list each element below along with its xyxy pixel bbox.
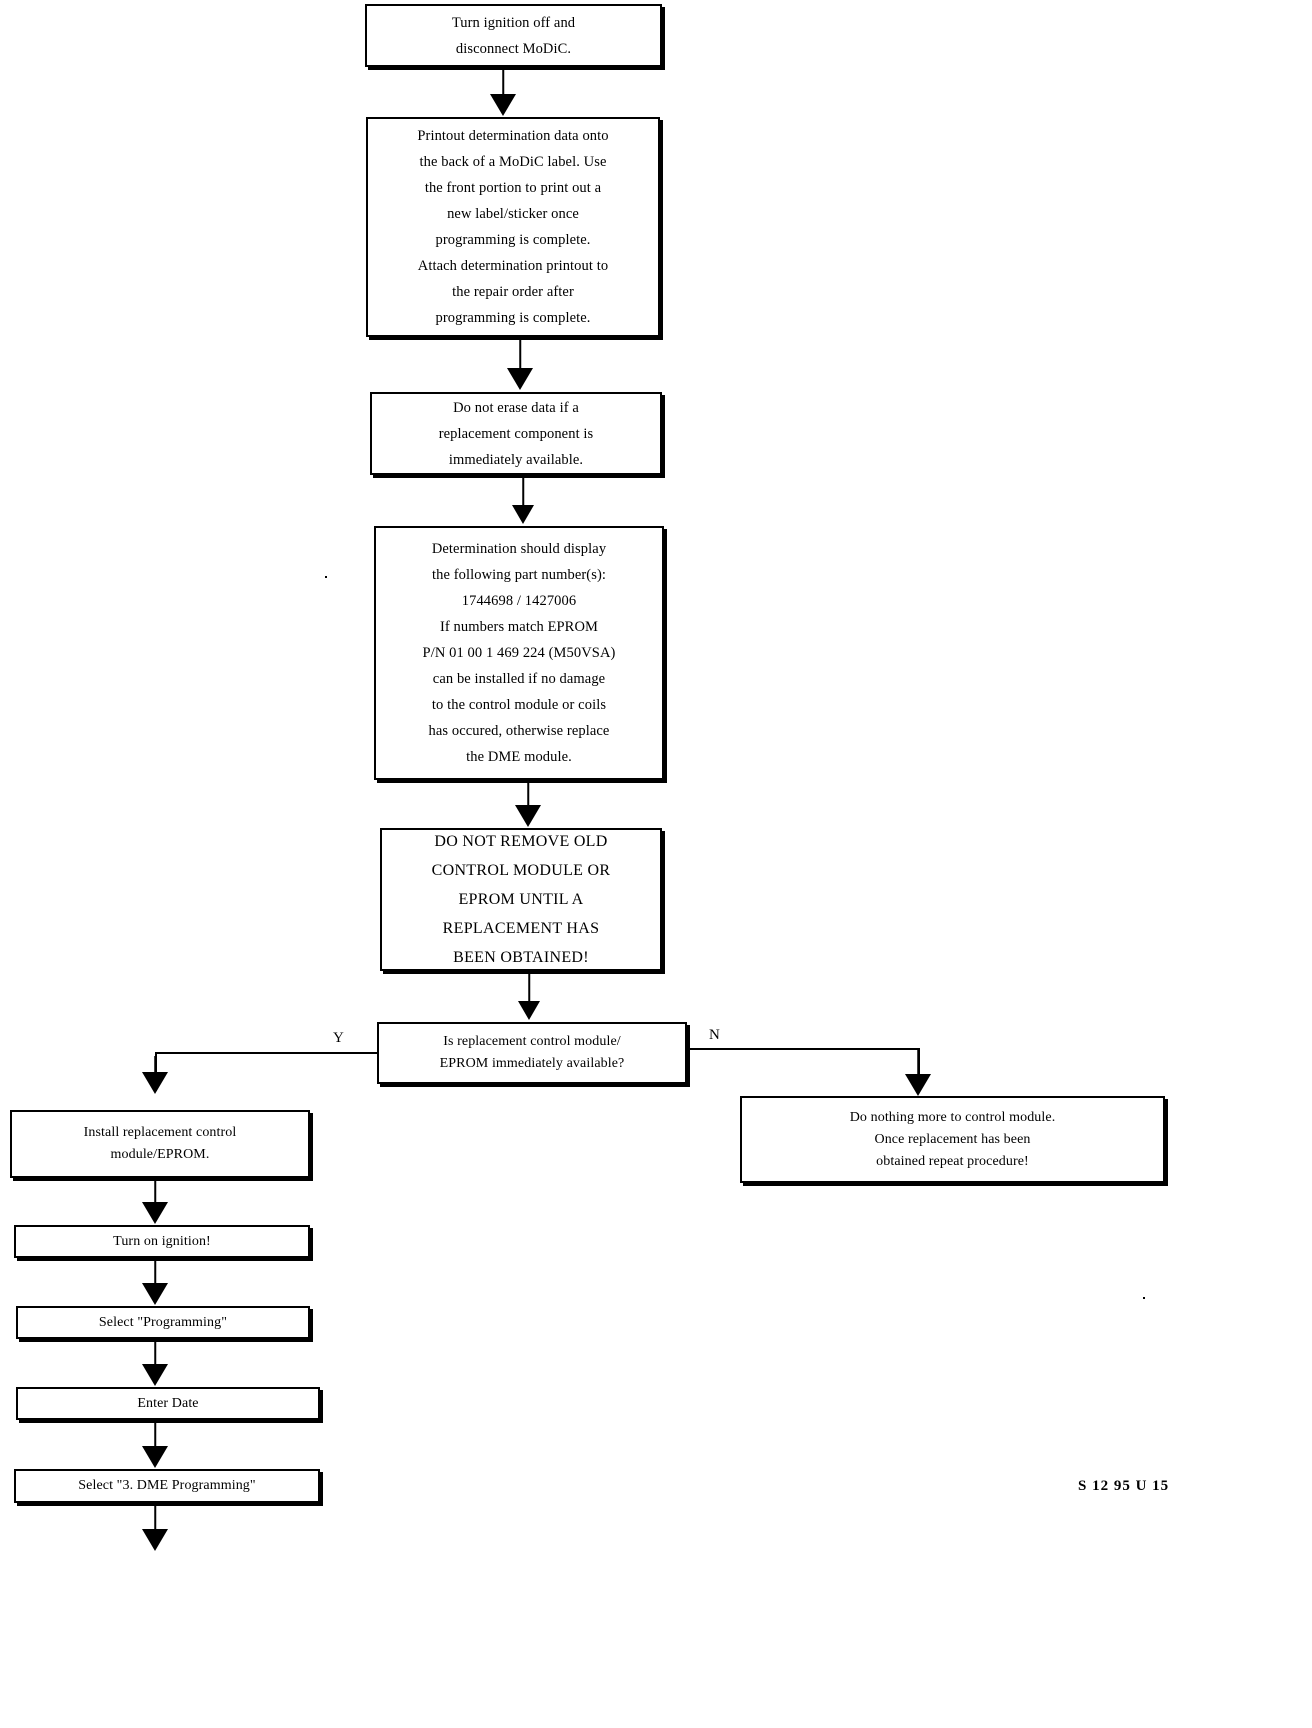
box-line: Enter Date <box>137 1395 199 1411</box>
select-dme-programming-box: Select "3. DME Programming" <box>14 1469 320 1503</box>
arrow-install-to-turn-on-ignition <box>129 1181 181 1224</box>
scan-speck <box>325 576 327 578</box>
box-line: the back of a MoDiC label. Use <box>419 154 607 170</box>
box-line: immediately available. <box>448 451 584 468</box>
branch-label-no: N <box>709 1027 720 1043</box>
decision-replacement-available: Is replacement control module/ EPROM imm… <box>377 1022 687 1084</box>
box-line: If numbers match EPROM <box>439 619 599 635</box>
no-branch-vertical <box>918 1048 920 1083</box>
box-line: EPROM UNTIL A <box>458 891 584 908</box>
arrow-select-programming-to-enter-date <box>129 1341 181 1386</box>
box-line: obtained repeat procedure! <box>876 1153 1029 1169</box>
printout-determination-box: Printout determination data onto the bac… <box>366 117 660 337</box>
box-line: Attach determination printout to <box>417 258 609 274</box>
select-programming-box: Select "Programming" <box>16 1306 310 1339</box>
install-replacement-box: Install replacement control module/EPROM… <box>10 1110 310 1178</box>
box-line: REPLACEMENT HAS <box>442 920 600 937</box>
enter-date-box: Enter Date <box>16 1387 320 1420</box>
box-line: Turn ignition off and <box>451 14 576 31</box>
no-branch-horizontal <box>686 1048 920 1050</box>
box-line: the DME module. <box>466 749 572 765</box>
turn-ignition-off-box: Turn ignition off and disconnect MoDiC. <box>365 4 662 67</box>
yes-branch-vertical <box>155 1052 157 1091</box>
branch-label-yes: Y <box>333 1030 344 1046</box>
arrow-no-to-do-nothing <box>892 1050 944 1096</box>
box-line: the repair order after <box>452 284 574 300</box>
box-line: programming is complete. <box>435 310 591 326</box>
arrow-do-not-remove-to-decision <box>503 974 555 1020</box>
box-line: Select "Programming" <box>98 1314 228 1330</box>
box-line: has occured, otherwise replace <box>428 723 610 739</box>
footer-code: S 12 95 U 15 <box>1078 1478 1170 1494</box>
box-line: CONTROL MODULE OR <box>431 862 611 879</box>
yes-branch-horizontal <box>155 1052 378 1054</box>
box-line: the front portion to print out a <box>424 180 602 196</box>
box-line: Install replacement control <box>83 1125 237 1140</box>
arrow-printout-to-do-not-erase <box>490 340 550 390</box>
box-line: DO NOT REMOVE OLD <box>434 833 608 850</box>
box-line: 1744698 / 1427006 <box>461 593 577 609</box>
arrow-ignition-to-select-programming <box>129 1260 181 1305</box>
box-line: module/EPROM. <box>110 1147 210 1162</box>
arrow-yes-to-install <box>129 1056 181 1094</box>
box-line: Printout determination data onto <box>417 128 609 144</box>
do-nothing-more-box: Do nothing more to control module. Once … <box>740 1096 1165 1183</box>
box-line: Select "3. DME Programming" <box>78 1478 256 1493</box>
box-line: can be installed if no damage <box>432 671 606 687</box>
box-line: the following part number(s): <box>431 567 607 583</box>
box-line: disconnect MoDiC. <box>455 40 572 57</box>
box-line: programming is complete. <box>435 232 591 248</box>
arrow-determination-to-do-not-remove <box>500 783 556 827</box>
box-line: Do nothing more to control module. <box>849 1109 1056 1125</box>
arrow-enter-date-to-select-dme <box>129 1422 181 1468</box>
box-line: EPROM immediately available? <box>439 1056 625 1071</box>
box-line: new label/sticker once <box>447 206 579 222</box>
box-line: Once replacement has been <box>874 1131 1031 1147</box>
do-not-remove-old-module-box: DO NOT REMOVE OLD CONTROL MODULE OR EPRO… <box>380 828 662 971</box>
box-line: Is replacement control module/ <box>443 1034 621 1049</box>
box-line: P/N 01 00 1 469 224 (M50VSA) <box>422 645 616 661</box>
arrow-select-dme-continues <box>129 1506 181 1551</box>
box-line: Determination should display <box>431 541 607 557</box>
turn-on-ignition-box: Turn on ignition! <box>14 1225 310 1258</box>
determination-part-numbers-box: Determination should display the followi… <box>374 526 664 780</box>
box-line: to the control module or coils <box>431 697 607 713</box>
box-line: replacement component is <box>438 425 594 442</box>
scan-speck <box>1143 1297 1145 1299</box>
arrow-do-not-erase-to-determination <box>495 478 551 524</box>
box-line: Do not erase data if a <box>453 399 579 416</box>
box-line: BEEN OBTAINED! <box>453 949 589 966</box>
box-line: Turn on ignition! <box>113 1233 211 1249</box>
arrow-ignition-to-printout <box>473 68 533 116</box>
do-not-erase-box: Do not erase data if a replacement compo… <box>370 392 662 475</box>
